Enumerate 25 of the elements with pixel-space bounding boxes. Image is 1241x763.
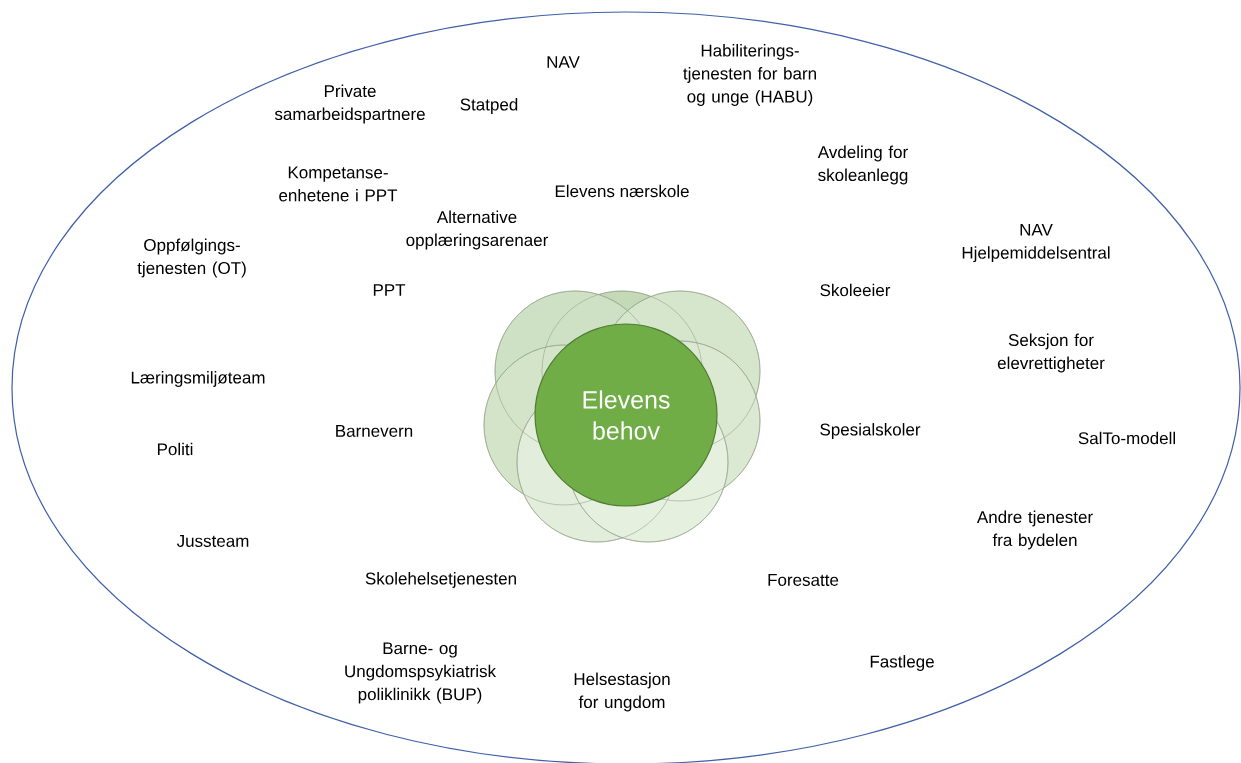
label-text: PPT xyxy=(373,284,406,296)
label-text: Private samarbeidspartnere xyxy=(274,84,425,124)
label-text: Barnevern xyxy=(336,425,413,437)
label-text: Helsestasjon for ungdom xyxy=(574,672,670,712)
label-text: Læringsmiljøteam xyxy=(131,371,265,387)
label-text: NAV xyxy=(547,56,580,68)
label-text: Skoleeier xyxy=(820,283,891,297)
label-text: Kompetanse- enhetene i PPT xyxy=(279,166,398,202)
label-text: Skolehelsetjenesten xyxy=(365,572,516,588)
label-text: Fastlege xyxy=(870,655,934,671)
label-text: NAV Hjelpemiddelsentral xyxy=(962,223,1110,263)
label-text: Spesialskoler xyxy=(820,423,921,439)
label-text: Elevens nærskole xyxy=(555,184,689,198)
label-text: Statped xyxy=(460,98,518,114)
label-text: Foresatte xyxy=(768,574,839,586)
label-text: Andre tjenester fra bydelen xyxy=(976,510,1093,550)
label-text: Jussteam xyxy=(176,535,249,547)
label-text: Alternative opplæringsarenaer xyxy=(406,210,549,250)
label-text: Oppfølgings- tjenesten (OT) xyxy=(137,238,246,278)
label-text: Seksjon for elevrettigheter xyxy=(997,333,1105,373)
label-text: Barne- og Ungdomspsykiatrisk poliklinikk (BUP) xyxy=(345,642,497,704)
label-text: SalTo-modell xyxy=(1078,431,1175,445)
label-text: Avdeling for skoleanlegg xyxy=(817,145,908,185)
label-text: Habiliterings- tjenesten for barn og unge (HABU) xyxy=(683,44,816,106)
label-text: Politi xyxy=(158,442,193,456)
